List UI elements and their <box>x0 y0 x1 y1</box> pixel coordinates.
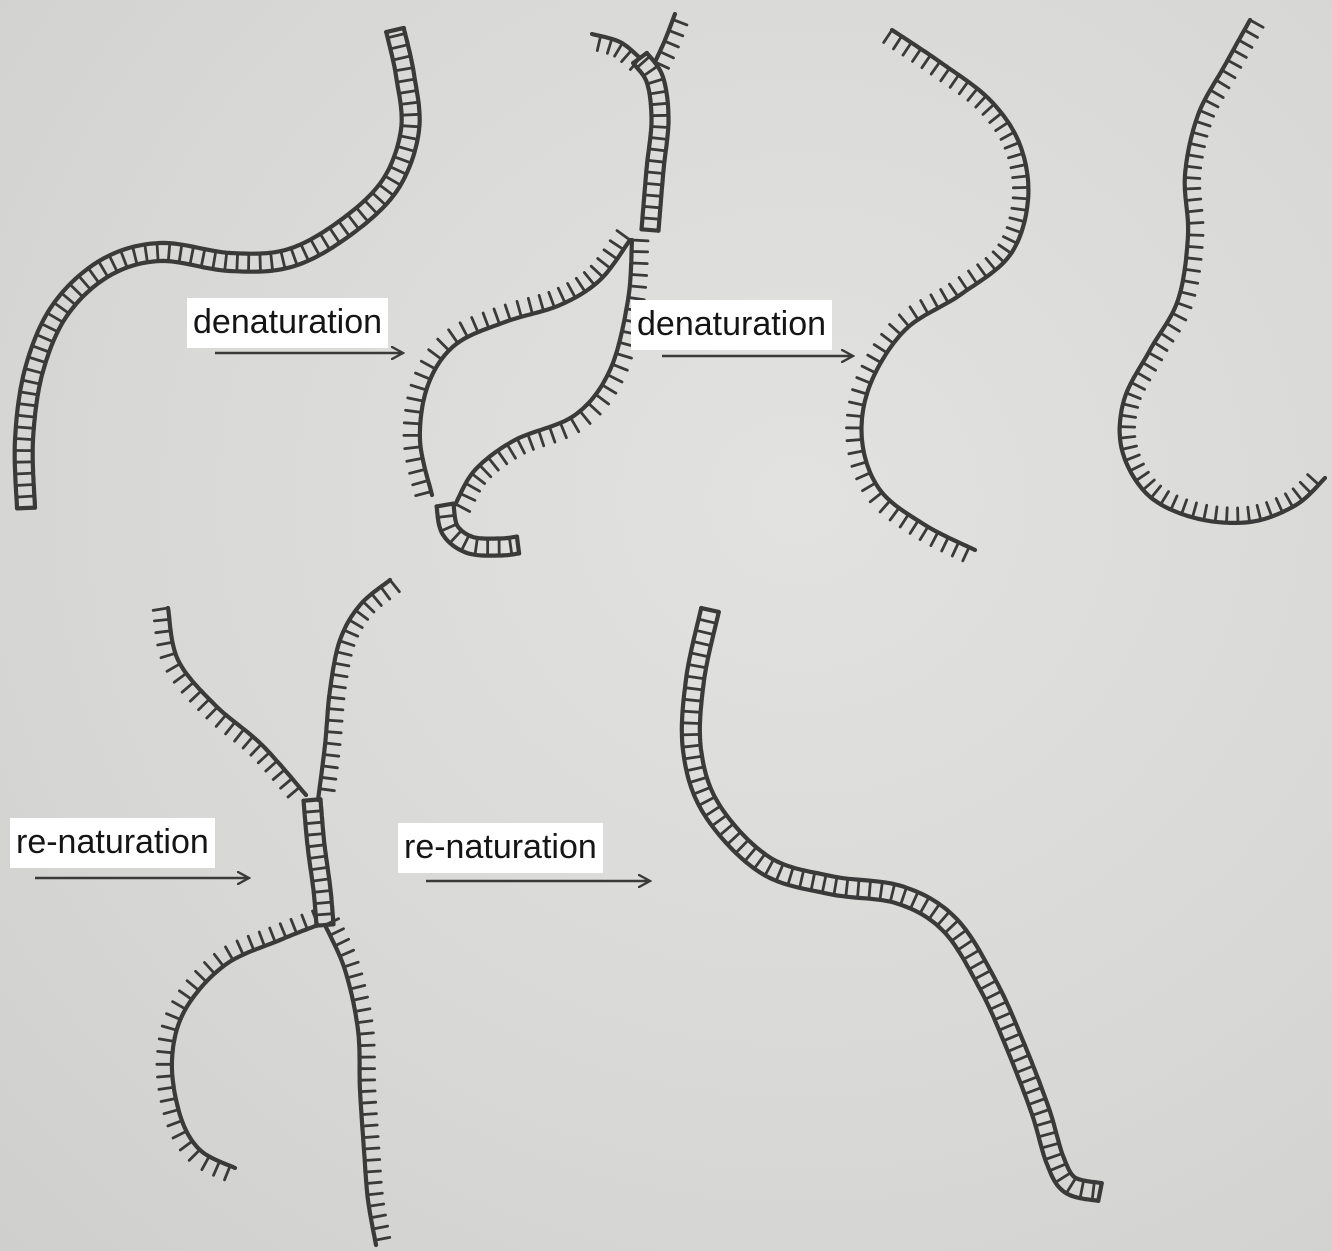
base-ticks <box>325 919 390 1240</box>
base-ticks <box>1120 20 1319 523</box>
double-strand-initial <box>15 28 420 508</box>
strand-rail <box>700 612 1102 1183</box>
double-strand-renatured <box>682 608 1102 1201</box>
strand-rail <box>321 799 334 924</box>
single-strand-right <box>1120 20 1325 523</box>
strand-rail <box>304 801 317 926</box>
denaturation-label-1: denaturation <box>187 298 388 348</box>
single-strand-backbone <box>168 608 306 795</box>
base-ticks <box>320 580 400 791</box>
partially-denatured-strands <box>404 14 687 556</box>
single-strand-backbone <box>172 925 318 1168</box>
strand-rail <box>682 608 1099 1201</box>
single-strand-backbone <box>420 240 630 495</box>
renaturation-label-2: re-naturation <box>398 823 603 873</box>
partially-renatured-strands <box>153 580 399 1245</box>
base-ticks <box>153 608 299 797</box>
single-strand-left <box>847 30 1029 561</box>
denaturation-label-2: denaturation <box>631 300 832 350</box>
base-pair-rungs <box>437 504 512 556</box>
strand-rail <box>437 506 519 555</box>
renaturation-label-1: re-naturation <box>10 818 215 868</box>
strand-rail <box>633 63 651 229</box>
single-strand-backbone <box>325 925 376 1245</box>
base-ticks <box>456 240 648 512</box>
base-ticks <box>157 911 318 1180</box>
single-strand-backbone <box>862 30 1029 550</box>
